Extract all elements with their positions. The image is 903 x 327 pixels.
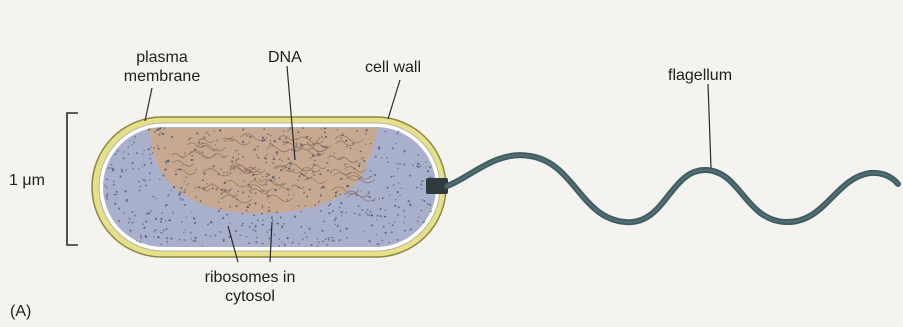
scale-label: 1 μm: [9, 171, 45, 190]
panel-label: (A): [10, 302, 31, 321]
dna-label: DNA: [268, 48, 302, 67]
plasma-membrane-label: plasma membrane: [114, 48, 210, 86]
flagellum-label: flagellum: [668, 66, 732, 85]
ribosomes-in-cytosol-label: ribosomes in cytosol: [190, 268, 310, 306]
scale-bracket-icon: [67, 113, 78, 245]
cell-wall-label: cell wall: [365, 58, 421, 77]
flagellum-icon: [447, 155, 898, 222]
